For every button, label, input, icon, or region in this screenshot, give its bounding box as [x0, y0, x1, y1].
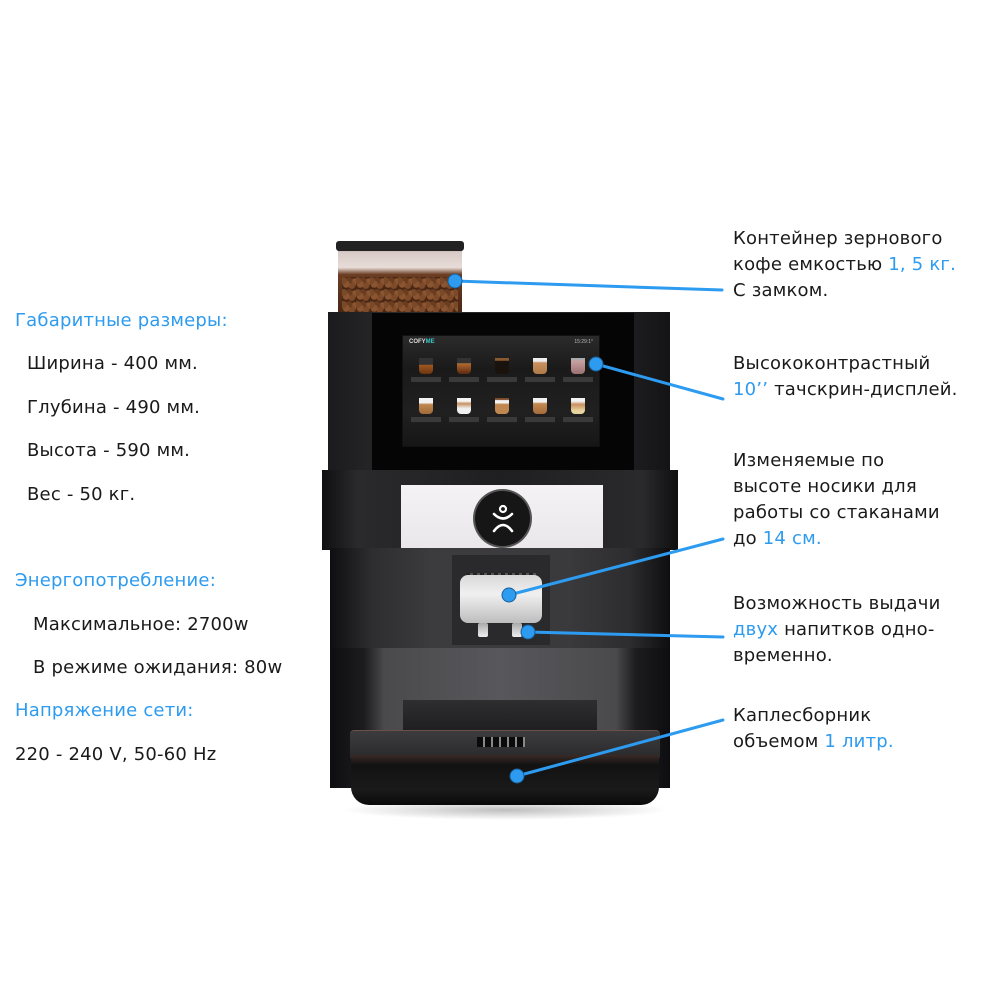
spec-height: Высота - 590 мм. — [27, 440, 191, 461]
callout-line: С замком. — [733, 280, 829, 301]
callout-line: 10’’ тачскрин-дисплей. — [733, 379, 958, 400]
callout-line: временно. — [733, 645, 833, 666]
spec-width: Ширина - 400 мм. — [27, 353, 198, 374]
voltage-heading: Напряжение сети: — [15, 700, 194, 721]
callout-bean-container: Контейнер зернового кофе емкостью 1, 5 к… — [733, 226, 956, 304]
callout-line: высоте носики для — [733, 476, 917, 497]
callout-line: Каплесборник — [733, 705, 872, 726]
callout-line: Возможность выдачи — [733, 593, 941, 614]
callout-line: объемом 1 литр. — [733, 731, 894, 752]
dimensions-heading: Габаритные размеры: — [15, 310, 228, 331]
spec-voltage: 220 - 240 V, 50-60 Hz — [15, 744, 217, 765]
spec-depth: Глубина - 490 мм. — [27, 397, 201, 418]
callout-line: до 14 см. — [733, 528, 822, 549]
callout-touchscreen: Высококонтрастный 10’’ тачскрин-дисплей. — [733, 351, 958, 403]
callout-line: кофе емкостью 1, 5 кг. — [733, 254, 957, 275]
spec-power-max: Максимальное: 2700w — [33, 614, 249, 635]
callout-line: двух напитков одно- — [733, 619, 935, 640]
spec-power-standby: В режиме ожидания: 80w — [33, 657, 283, 678]
callout-drip-tray: Каплесборник объемом 1 литр. — [733, 703, 894, 755]
callout-line: работы со стаканами — [733, 502, 940, 523]
callout-adjustable-spouts: Изменяемые по высоте носики для работы с… — [733, 448, 940, 552]
callout-line: Контейнер зернового — [733, 228, 943, 249]
spec-weight: Вес - 50 кг. — [27, 484, 136, 505]
callout-two-drinks: Возможность выдачи двух напитков одно- в… — [733, 591, 940, 669]
power-heading: Энергопотребление: — [15, 570, 216, 591]
callout-line: Высококонтрастный — [733, 353, 931, 374]
callout-line: Изменяемые по — [733, 450, 885, 471]
